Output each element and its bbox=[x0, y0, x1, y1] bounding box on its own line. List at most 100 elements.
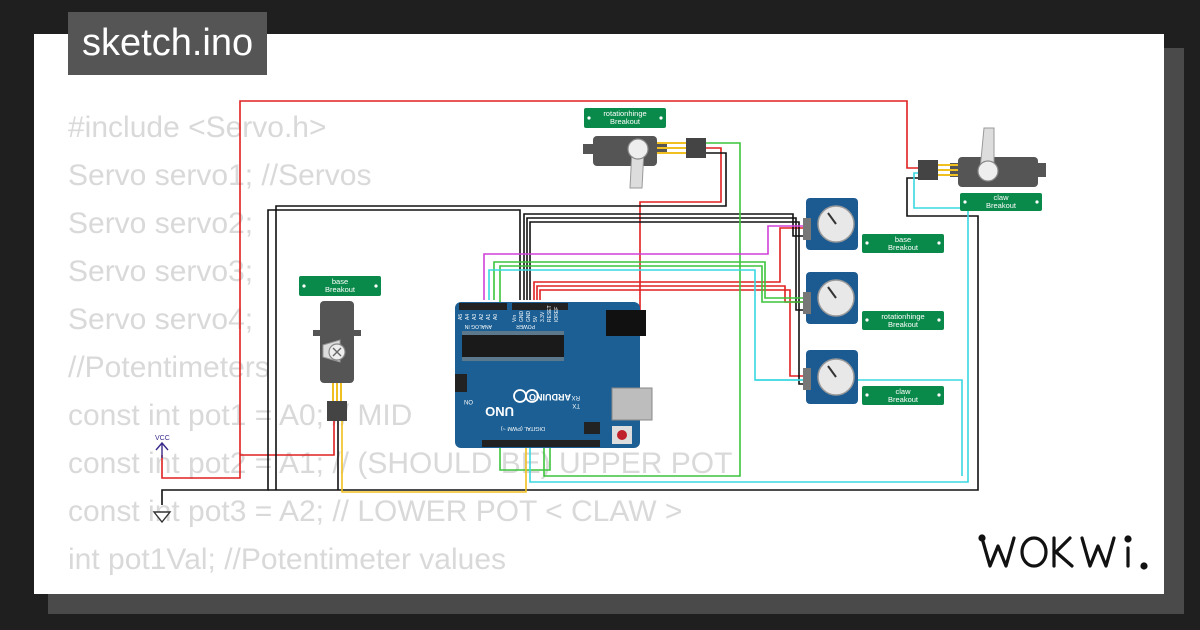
pot-pins bbox=[803, 218, 811, 240]
breakout-base-pot: base Breakout bbox=[862, 234, 944, 253]
rotation-servo[interactable] bbox=[583, 136, 706, 189]
sketch-title: sketch.ino bbox=[68, 12, 268, 75]
servo-cable bbox=[938, 164, 958, 176]
pot-indicator bbox=[827, 365, 837, 378]
vcc-symbol: VCC bbox=[155, 435, 170, 458]
pin-label: GND bbox=[526, 311, 532, 323]
reset-button-icon bbox=[617, 430, 627, 440]
base-servo[interactable] bbox=[313, 301, 361, 421]
code-line: Servo servo3; bbox=[68, 255, 254, 288]
analog-label: ANALOG IN bbox=[464, 323, 492, 329]
icsp-header bbox=[455, 374, 467, 392]
usb-port bbox=[611, 387, 653, 421]
pin-label: 3.3V bbox=[540, 311, 546, 322]
wire-green bbox=[499, 265, 806, 471]
pot-indicator bbox=[827, 212, 837, 225]
claw-servo[interactable] bbox=[918, 127, 1046, 187]
breakout-sublabel: Breakout bbox=[610, 117, 641, 126]
code-background: #include <Servo.h> Servo servo1; //Servos… bbox=[68, 104, 732, 594]
breakout-label: base bbox=[895, 235, 911, 244]
wire-black bbox=[268, 177, 979, 491]
icsp-header-2 bbox=[584, 422, 600, 434]
servo-mount bbox=[583, 144, 667, 154]
wire-green bbox=[543, 142, 741, 477]
breakout-label: base bbox=[332, 277, 348, 286]
atmega-chip bbox=[462, 335, 564, 357]
breakout-sublabel: Breakout bbox=[888, 395, 919, 404]
wire-red bbox=[639, 147, 722, 310]
arduino-brand: ARDUINO bbox=[529, 392, 571, 402]
pin-label: 5V bbox=[533, 315, 539, 322]
wokwi-logo bbox=[978, 534, 1148, 570]
servo-cable bbox=[332, 383, 342, 401]
pot-indicator bbox=[827, 286, 837, 299]
servo-shaft-icon bbox=[977, 160, 999, 182]
analog-header bbox=[459, 303, 507, 310]
wire-red bbox=[539, 289, 806, 377]
code-line: int pot2Val; bbox=[68, 584, 732, 594]
code-line: Servo servo2; bbox=[68, 207, 254, 240]
tx-led-label: TX bbox=[572, 402, 580, 408]
wire-red bbox=[533, 227, 806, 300]
code-line: int pot1Val; //Potentimeter values bbox=[68, 543, 507, 576]
pot-pins bbox=[803, 292, 811, 314]
code-line: const int pot3 = A2; // LOWER POT < CLAW… bbox=[68, 495, 683, 528]
servo-connector bbox=[686, 138, 706, 158]
arduino-model: UNO bbox=[485, 404, 514, 419]
breakout-rotation-servo: rotationhinge Breakout bbox=[584, 108, 666, 128]
servo-cable bbox=[657, 142, 686, 154]
pin-label: A5 bbox=[458, 314, 464, 320]
servo-mount bbox=[313, 330, 361, 336]
servo-shaft-icon bbox=[627, 138, 649, 160]
wire-black bbox=[523, 213, 806, 300]
pin-label: A2 bbox=[479, 314, 485, 320]
digital-header bbox=[482, 440, 600, 447]
code-line: Servo servo4; bbox=[68, 303, 254, 336]
ground-symbol-icon bbox=[152, 511, 172, 524]
pot-pins bbox=[803, 368, 811, 390]
wire-magenta bbox=[483, 225, 806, 300]
power-pin-labels: Vin GND GND 5V 3.3V RESET IOREF bbox=[512, 305, 560, 322]
breakout-claw-servo: claw Breakout bbox=[960, 193, 1042, 211]
pin-label: A0 bbox=[493, 314, 499, 320]
pin-label: A3 bbox=[472, 314, 478, 320]
breakout-label: claw bbox=[993, 193, 1009, 202]
code-line: #include <Servo.h> bbox=[68, 111, 327, 144]
pot-claw[interactable] bbox=[803, 350, 858, 404]
breakout-sublabel: Breakout bbox=[888, 320, 919, 329]
pot-rotation[interactable] bbox=[803, 272, 858, 324]
servo-screw-icon bbox=[332, 347, 342, 357]
wire-black bbox=[526, 217, 806, 311]
pin-label: IOREF bbox=[554, 307, 560, 322]
pin-label: RESET bbox=[547, 305, 553, 322]
dc-jack bbox=[606, 310, 646, 336]
breakout-label: claw bbox=[895, 387, 911, 396]
wire-yellow bbox=[341, 420, 527, 493]
pin-label: Vin bbox=[512, 315, 518, 322]
breakout-label: rotationhinge bbox=[603, 109, 646, 118]
breakout-sublabel: Breakout bbox=[888, 243, 919, 252]
on-led-label: ON bbox=[464, 398, 473, 404]
servo-connector bbox=[327, 401, 347, 421]
breakout-base-servo: base Breakout bbox=[299, 276, 381, 296]
breakout-rotation-pot: rotationhinge Breakout bbox=[862, 311, 944, 330]
pin-label: A4 bbox=[465, 314, 471, 320]
wire-black bbox=[275, 152, 727, 490]
arduino-uno[interactable]: ARDUINO UNO ON TX RX DIGITAL (PWM ~) POW… bbox=[455, 302, 653, 448]
power-label: POWER bbox=[516, 323, 535, 329]
vcc-label: VCC bbox=[155, 435, 170, 442]
wire-green bbox=[493, 261, 806, 300]
breakout-sublabel: Breakout bbox=[986, 201, 1017, 210]
wire-black bbox=[161, 209, 521, 505]
rx-led-label: RX bbox=[572, 394, 580, 400]
breakout-claw-pot: claw Breakout bbox=[862, 386, 944, 405]
code-line: Servo servo1; //Servos bbox=[68, 159, 372, 192]
wire-red bbox=[239, 100, 924, 455]
code-line: //Potentimeters bbox=[68, 351, 270, 384]
breakout-label: rotationhinge bbox=[881, 312, 924, 321]
digital-label: DIGITAL (PWM ~) bbox=[501, 425, 545, 431]
servo-connector bbox=[918, 160, 938, 180]
wire-red bbox=[161, 455, 241, 479]
pot-base[interactable] bbox=[803, 198, 858, 250]
